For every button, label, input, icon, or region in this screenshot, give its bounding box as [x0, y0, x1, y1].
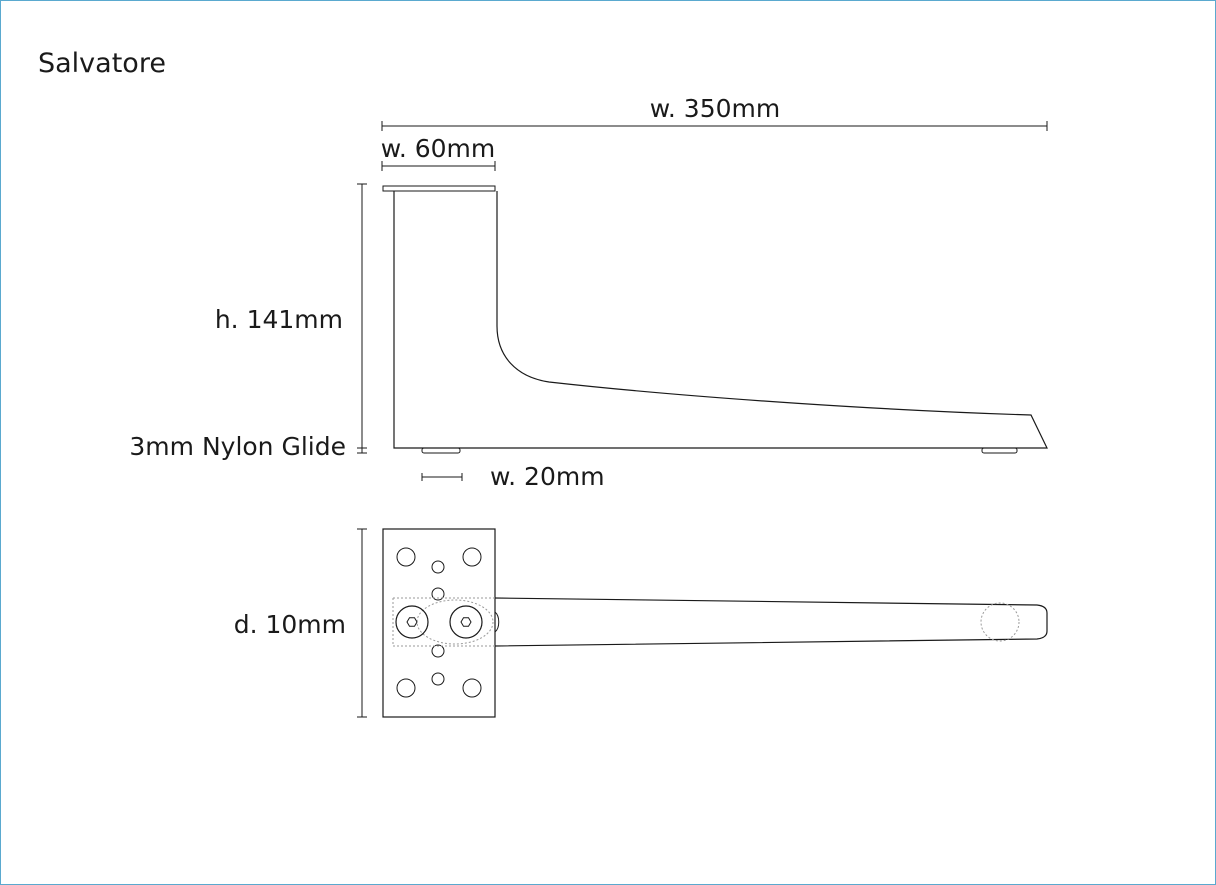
- height-label: h. 141mm: [215, 305, 343, 334]
- height-dimension: h. 141mm: [215, 183, 367, 454]
- bolt-head-edge: [494, 611, 500, 633]
- hex-bolt-left: [395, 605, 429, 639]
- nylon-glide-right: [981, 447, 1018, 454]
- glide-width-dimension: w. 20mm: [421, 462, 605, 491]
- hidden-leg-root: [392, 597, 495, 647]
- screw-holes: [396, 547, 482, 698]
- mounting-plate-side: [382, 185, 496, 192]
- leg-side-profile: [393, 191, 1048, 449]
- depth-dimension: d. 10mm: [234, 528, 367, 718]
- nylon-glide-left: [421, 447, 461, 454]
- total-width-label: w. 350mm: [650, 94, 780, 123]
- hidden-glide-circle: [980, 602, 1020, 642]
- product-title: Salvatore: [38, 48, 166, 79]
- glide-width-label: w. 20mm: [490, 462, 605, 491]
- hex-bolt-right: [449, 605, 483, 639]
- hidden-boss-outline: [416, 599, 494, 645]
- leg-arm-top: [494, 597, 1048, 647]
- total-width-dimension: w. 350mm: [381, 94, 1048, 131]
- plate-width-label: w. 60mm: [381, 134, 496, 163]
- mounting-plate-top: [382, 528, 496, 718]
- depth-label: d. 10mm: [234, 610, 346, 639]
- plate-width-dimension: w. 60mm: [381, 134, 496, 171]
- glide-label: 3mm Nylon Glide: [129, 432, 346, 461]
